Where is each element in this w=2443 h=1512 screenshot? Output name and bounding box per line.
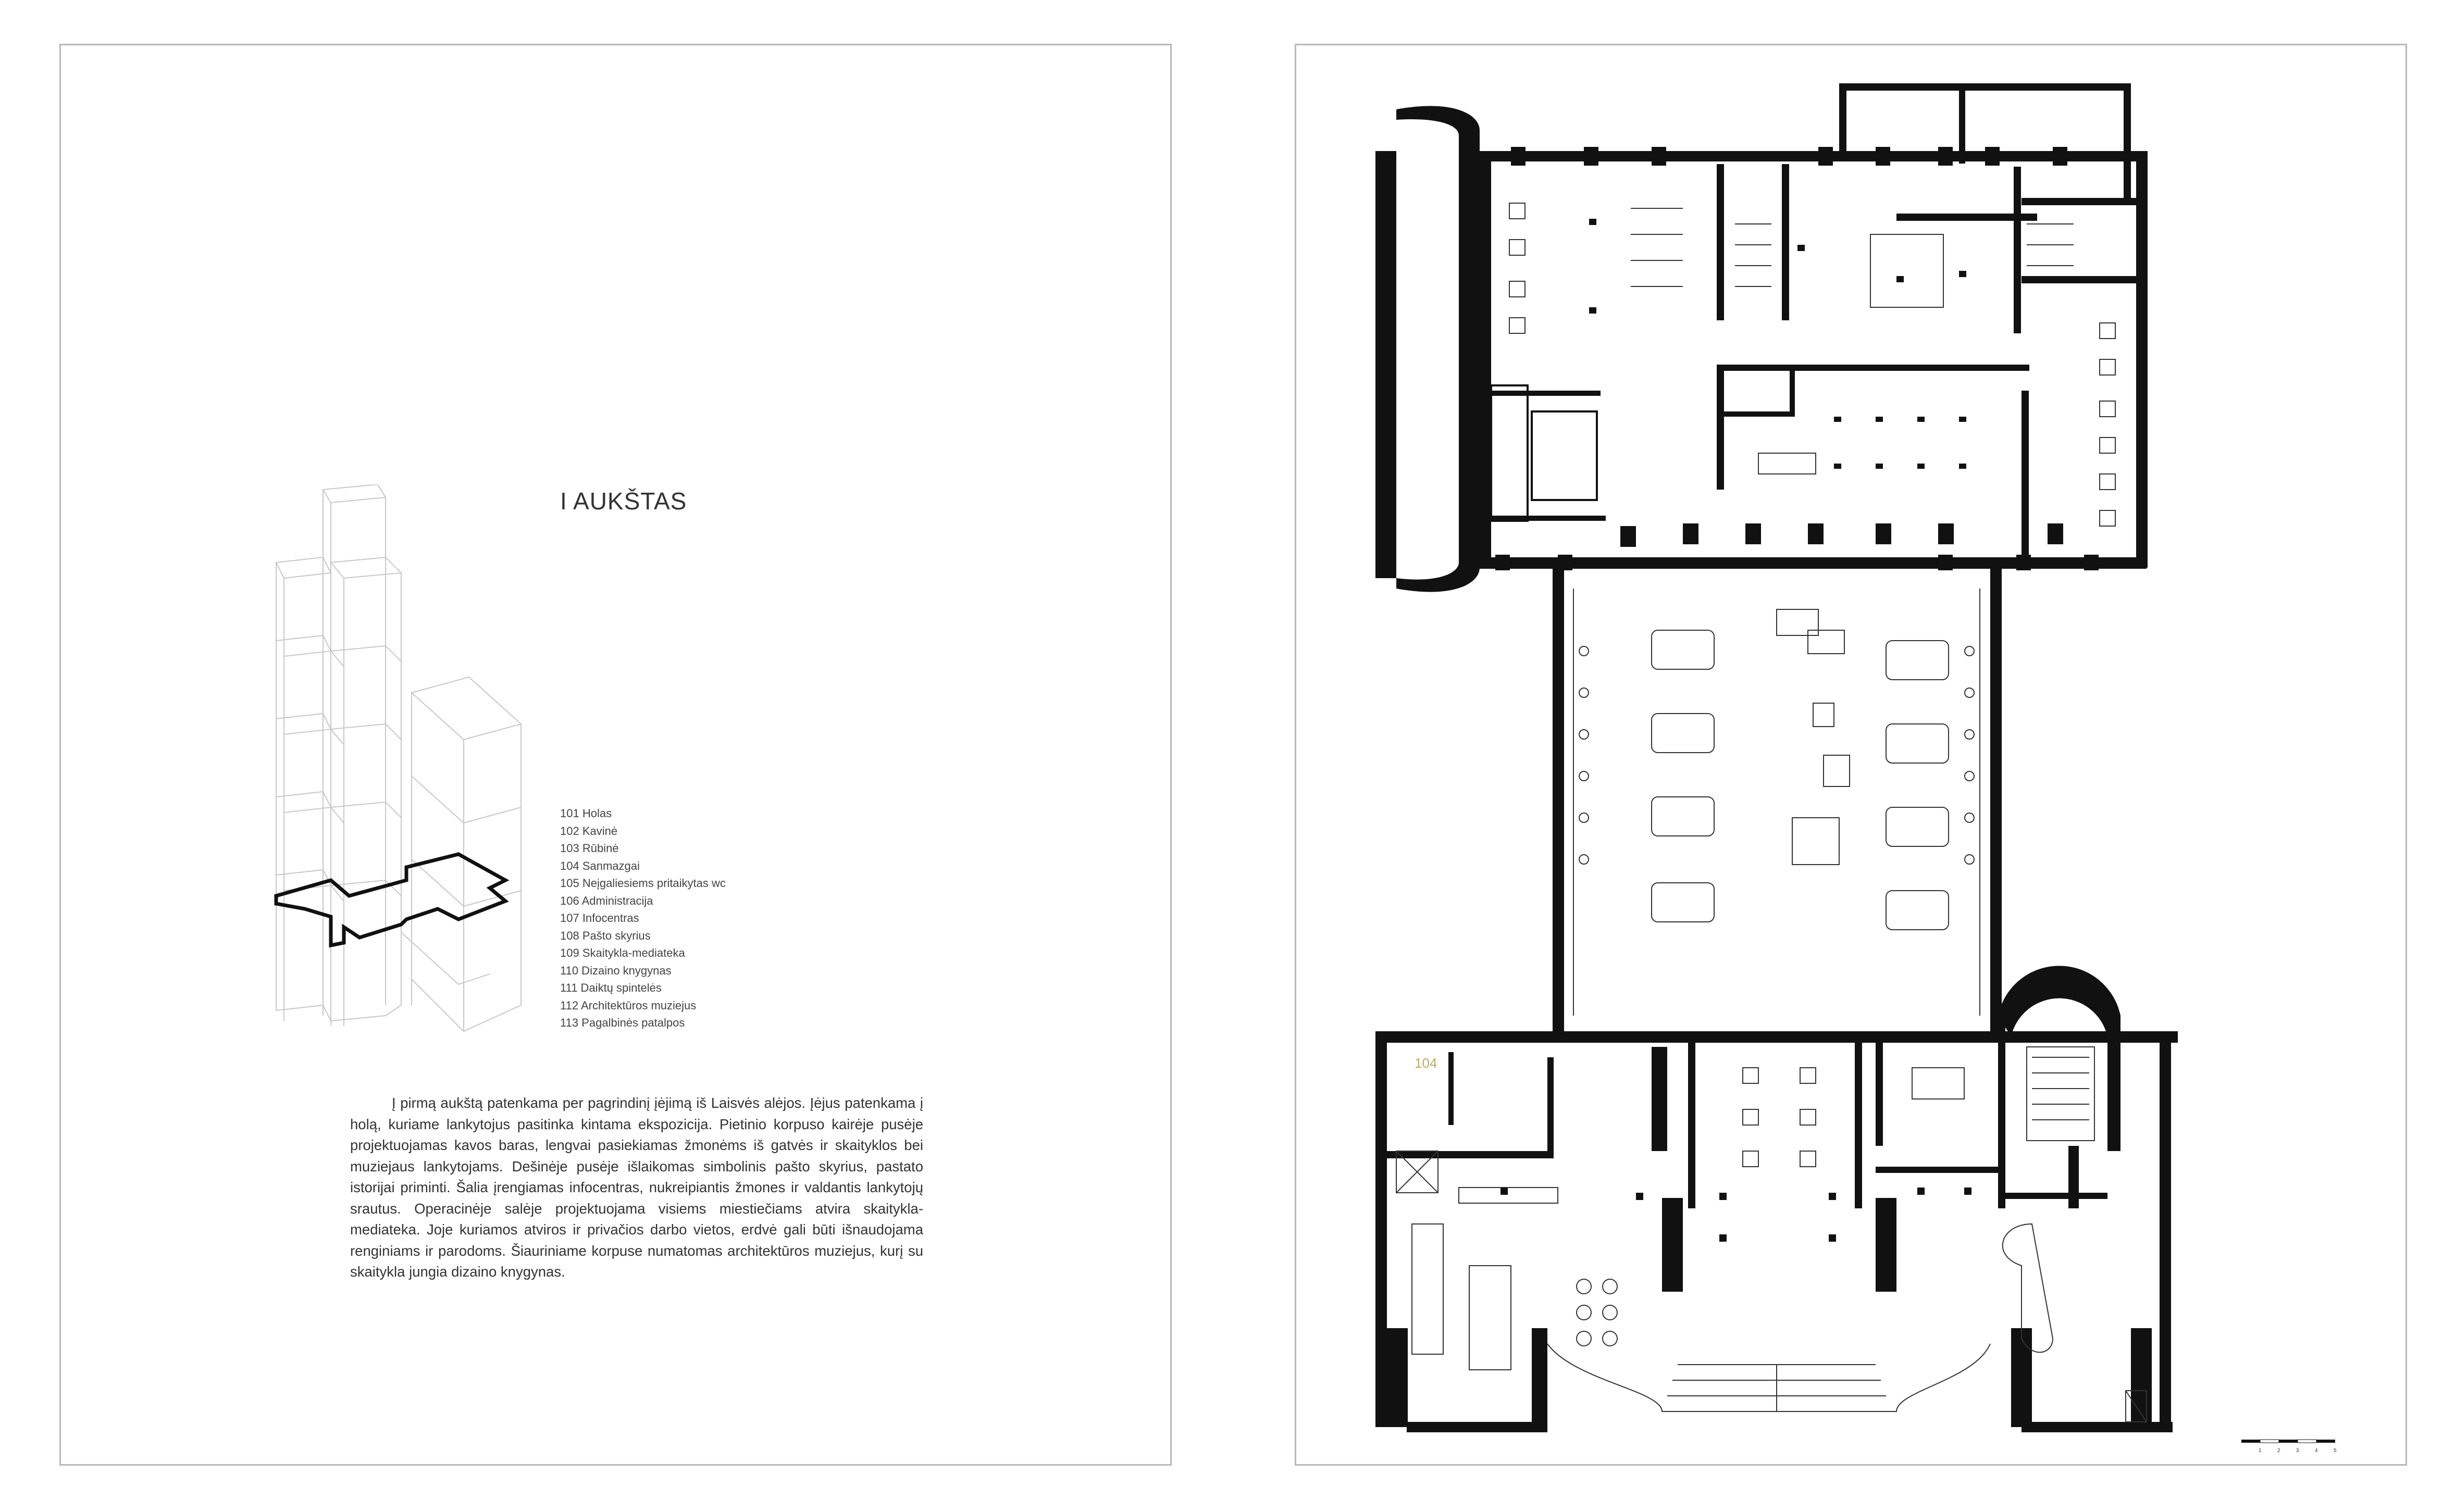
legend-item: 104 Sanmazgai	[560, 859, 640, 872]
legend-item: 102 Kavinė	[560, 824, 618, 838]
room-label-104: 104	[1415, 1055, 1437, 1071]
legend-item: 107 Infocentras	[560, 911, 639, 924]
legend-item: 112 Architektūros muziejus	[560, 998, 697, 1012]
north-wing-walls	[1375, 83, 2148, 592]
scale-tick: 3	[2296, 1448, 2299, 1454]
legend-item: 113 Pagalbinės patalpos	[560, 1016, 685, 1029]
floor-plan: 104	[1375, 83, 2178, 1432]
legend-item: 108 Pašto skyrius	[560, 929, 651, 942]
legend-item: 111 Daiktų spintelės	[560, 981, 662, 994]
scale-bar: 1 2 3 4 5	[2241, 1439, 2337, 1454]
scale-tick: 2	[2277, 1448, 2280, 1454]
south-wing-walls	[1375, 966, 2178, 1432]
legend-item: 103 Rūbinė	[560, 842, 619, 855]
page-title: I AUKŠTAS	[560, 488, 687, 515]
description-paragraph: Į pirmą aukštą patenkama per pagrindinį …	[350, 1095, 923, 1280]
scale-tick: 5	[2334, 1448, 2337, 1454]
scale-tick: 1	[2259, 1448, 2262, 1454]
axonometric-floor-diagram	[274, 484, 523, 1032]
legend-item: 105 Neįgaliesiems pritaikytas wc	[560, 877, 726, 890]
scale-tick: 4	[2315, 1448, 2318, 1454]
room-legend: 101 Holas 102 Kavinė 103 Rūbinė 104 Sanm…	[560, 805, 726, 1032]
legend-item: 110 Dizaino knygynas	[560, 964, 672, 977]
legend-item: 109 Skaitykla-mediateka	[560, 946, 685, 959]
legend-item: 101 Holas	[560, 807, 612, 820]
left-page	[59, 44, 1172, 1466]
legend-item: 106 Administracija	[560, 894, 653, 907]
